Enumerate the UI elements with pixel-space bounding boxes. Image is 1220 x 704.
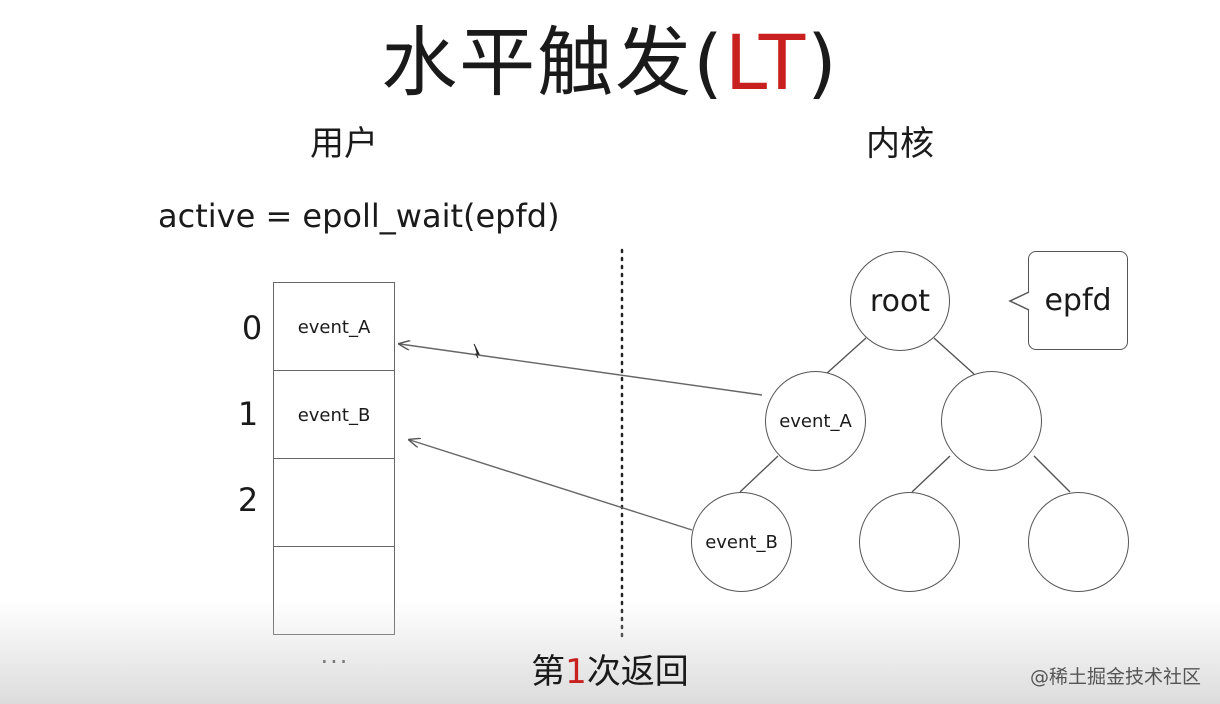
tree-node-empty-right-child — [1028, 492, 1129, 592]
user-space-label: 用户 — [310, 124, 378, 164]
tree-node-event-b: event_B — [691, 492, 792, 592]
edge-right-left — [911, 455, 951, 493]
cursor-icon — [473, 343, 480, 359]
edge-right-right — [1033, 455, 1071, 493]
title-main: 水平触发( — [381, 18, 725, 107]
array-index-2: 2 — [237, 481, 259, 519]
edge-root-a — [825, 337, 867, 375]
tree-node-event-a: event_A — [765, 371, 866, 471]
slide-title: 水平触发(LT) — [0, 18, 1220, 108]
arrow-event-a — [400, 344, 763, 396]
caption-after: 次返回 — [586, 652, 689, 692]
array-cell-1: event_B — [273, 370, 395, 460]
bottom-shade — [0, 600, 1220, 704]
epfd-callout: epfd — [1028, 251, 1128, 350]
tree-node-empty-left-child — [859, 492, 960, 592]
tree-node-root: root — [850, 251, 950, 351]
return-caption: 第1次返回 — [0, 650, 1220, 694]
kernel-space-label: 内核 — [866, 124, 934, 164]
epoll-wait-code: active = epoll_wait(epfd) — [158, 197, 560, 235]
watermark: @稀土掘金技术社区 — [1030, 666, 1202, 688]
array-cell-2 — [273, 458, 395, 548]
array-index-1: 1 — [237, 395, 259, 433]
edge-root-right — [933, 337, 975, 375]
caption-number: 1 — [565, 652, 587, 692]
array-cell-0: event_A — [273, 282, 395, 372]
title-accent: LT — [724, 18, 808, 107]
title-close: ) — [807, 18, 839, 107]
edge-a-b — [739, 455, 779, 493]
tree-node-empty-right — [941, 371, 1042, 471]
arrow-event-b — [410, 440, 693, 531]
array-index-0: 0 — [241, 309, 263, 347]
caption-before: 第 — [531, 652, 566, 692]
